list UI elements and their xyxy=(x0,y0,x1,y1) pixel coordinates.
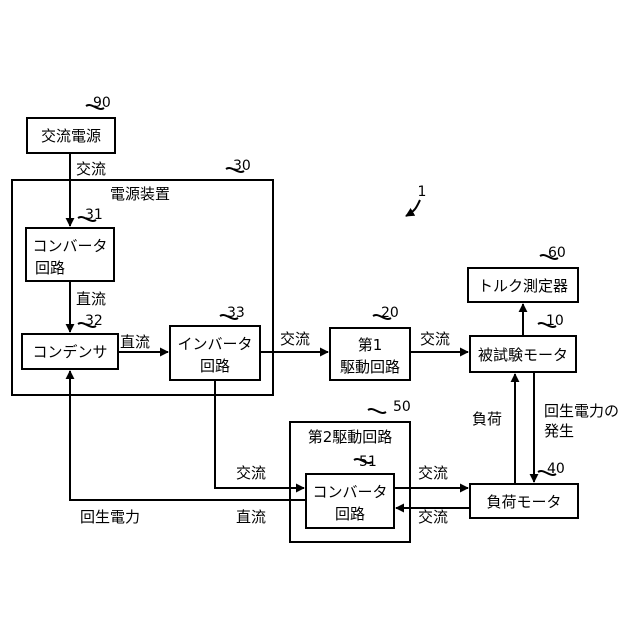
capacitor-ref: 32 xyxy=(85,313,103,329)
drive1-block: 第1 駆動回路 20 xyxy=(330,305,410,380)
power-device-label: 電源装置 xyxy=(110,185,170,203)
load-motor-ref: 40 xyxy=(547,461,565,477)
load-motor-label: 負荷モータ xyxy=(486,493,561,511)
torque-meter-label: トルク測定器 xyxy=(478,277,568,295)
converter-51-ref: 51 xyxy=(359,454,377,470)
test-motor-label: 被試験モータ xyxy=(478,346,568,364)
ac-source-block: 交流電源 90 xyxy=(27,95,115,153)
test-motor-ref: 10 xyxy=(546,313,564,329)
torque-meter-block: トルク測定器 60 xyxy=(468,245,578,302)
label-dc-conv-to-cap: 直流 xyxy=(76,290,106,308)
label-regen-gen-line2: 発生 xyxy=(544,422,574,440)
system-ref: 1 xyxy=(406,184,426,216)
svg-text:1: 1 xyxy=(418,184,427,200)
label-ac-inv-to-drive1: 交流 xyxy=(280,330,310,348)
label-regen-power: 回生電力 xyxy=(80,508,140,526)
inverter-line1: インバータ xyxy=(177,335,252,353)
label-regen-gen-line1: 回生電力の xyxy=(544,402,619,420)
drive1-line1: 第1 xyxy=(358,336,383,354)
label-ac-from-source: 交流 xyxy=(76,160,106,178)
power-device-ref: 30 xyxy=(233,158,251,174)
drive2-ref: 50 xyxy=(393,399,411,415)
label-ac-drive1-to-motor: 交流 xyxy=(420,330,450,348)
ac-source-label: 交流電源 xyxy=(41,127,101,145)
converter-31-line1: コンバータ xyxy=(32,237,107,255)
converter-51-line2: 回路 xyxy=(335,505,365,523)
inverter-line2: 回路 xyxy=(200,357,230,375)
label-ac-conv51-to-load: 交流 xyxy=(418,464,448,482)
label-load: 負荷 xyxy=(472,410,502,428)
ac-source-ref: 90 xyxy=(93,95,111,111)
capacitor-label: コンデンサ xyxy=(32,343,107,361)
drive1-line2: 駆動回路 xyxy=(340,358,400,376)
converter-31-ref: 31 xyxy=(85,207,103,223)
label-dc-conv51-return: 直流 xyxy=(236,508,266,526)
torque-meter-ref: 60 xyxy=(548,245,566,261)
converter-31-line2: 回路 xyxy=(35,259,65,277)
label-dc-cap-to-inv: 直流 xyxy=(120,333,150,351)
inverter-ref: 33 xyxy=(227,305,245,321)
drive1-ref: 20 xyxy=(381,305,399,321)
drive2-label: 第2駆動回路 xyxy=(308,428,393,446)
label-ac-inv-to-conv51: 交流 xyxy=(236,464,266,482)
load-motor-block: 負荷モータ 40 xyxy=(470,461,578,518)
label-ac-load-to-conv51: 交流 xyxy=(418,508,448,526)
converter-51-line1: コンバータ xyxy=(312,483,387,501)
